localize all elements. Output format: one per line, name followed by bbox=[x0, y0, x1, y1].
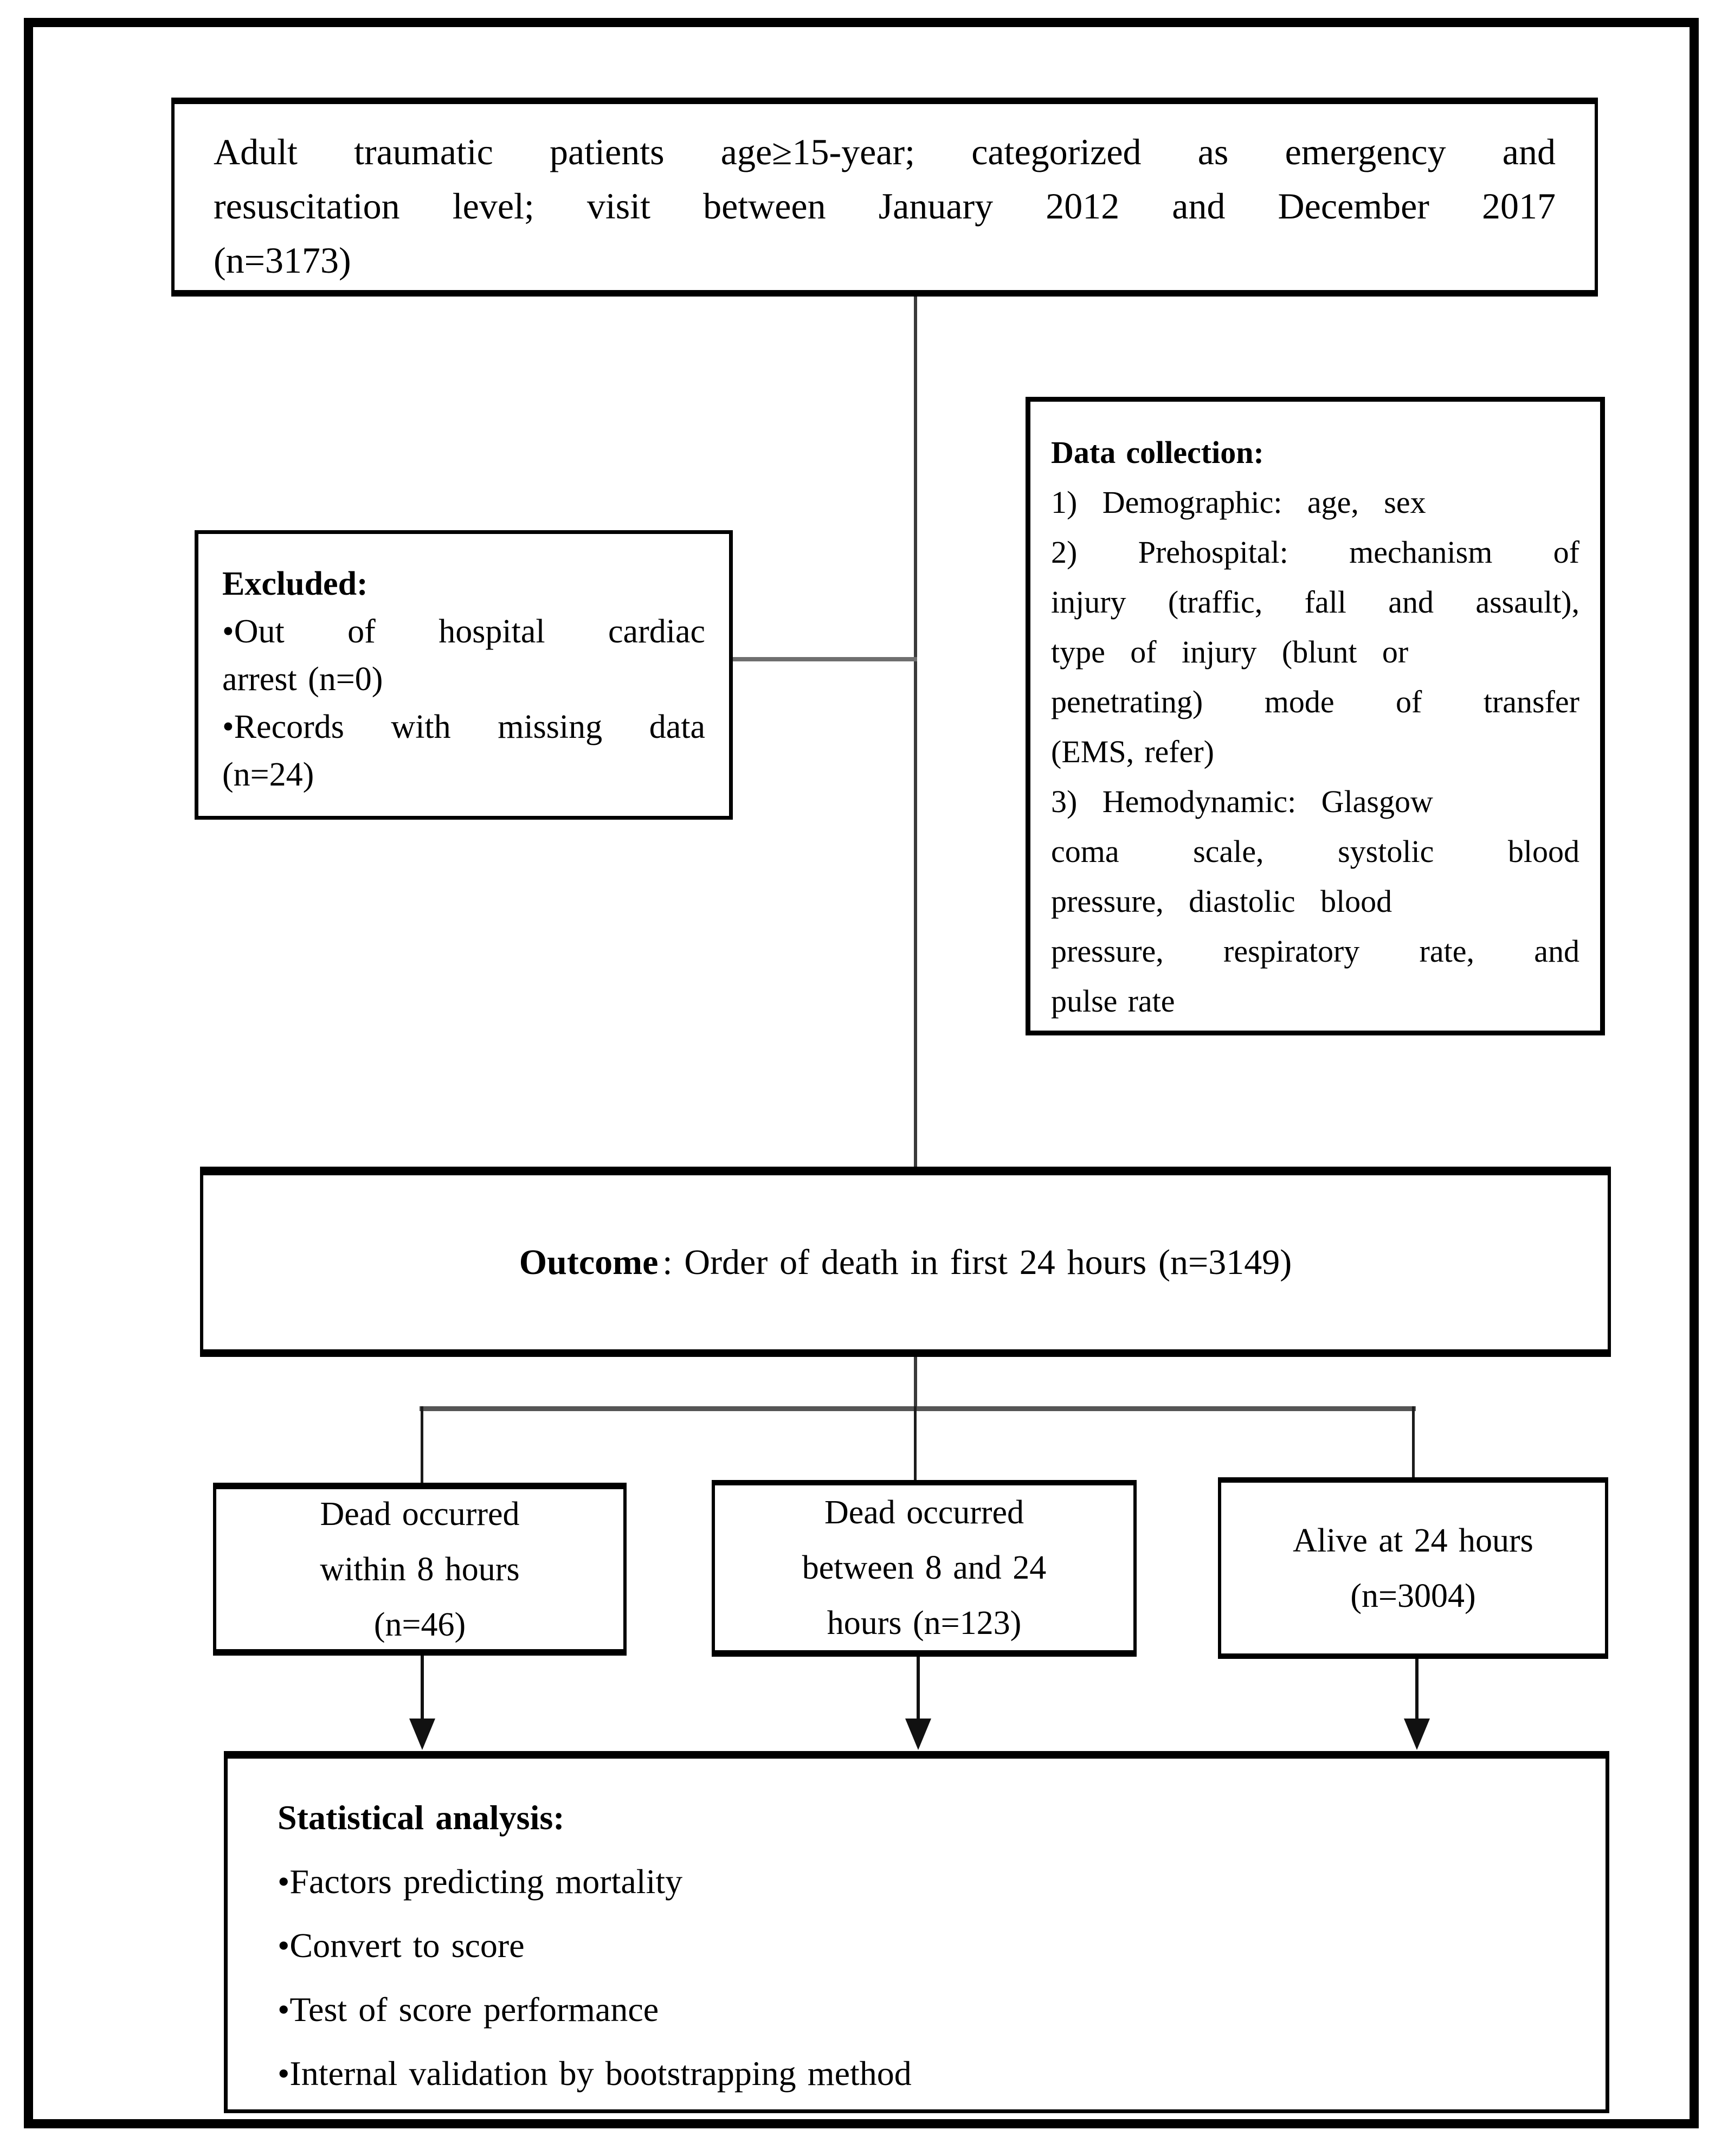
branch-horizontal-line bbox=[420, 1406, 1416, 1411]
excluded-connector-line bbox=[733, 657, 917, 661]
data-collection-line: coma scale, systolic blood bbox=[1051, 834, 1579, 869]
outcome-branch-connector-line bbox=[914, 1357, 917, 1408]
arrow-stem-middle bbox=[917, 1657, 920, 1721]
branch-box-count: hours (n=123) bbox=[827, 1605, 1022, 1642]
enrollment-count: (n=3173) bbox=[214, 240, 351, 281]
data-collection-line: pressure, respiratory rate, and bbox=[1051, 934, 1579, 969]
statistical-line: •Internal validation by bootstrapping me… bbox=[278, 2054, 912, 2093]
data-collection-line: type of injury (blunt or bbox=[1051, 634, 1409, 670]
data-collection-line: 1) Demographic: age, sex bbox=[1051, 485, 1426, 520]
outcome-box: Outcome: Order of death in first 24 hour… bbox=[200, 1167, 1611, 1357]
branch-drop-line-left bbox=[421, 1406, 423, 1483]
main-vertical-connector-line bbox=[914, 297, 917, 1167]
arrow-stem-right bbox=[1415, 1659, 1419, 1721]
statistical-line: •Test of score performance bbox=[278, 1990, 659, 2029]
excluded-box: Excluded: •Out of hospital cardiac arres… bbox=[195, 530, 733, 820]
arrow-stem-left bbox=[421, 1656, 424, 1721]
excluded-line: •Records with missing data bbox=[222, 709, 705, 745]
branch-box-line: between 8 and 24 bbox=[802, 1549, 1047, 1586]
outer-frame: Adult traumatic patients age≥15-year; ca… bbox=[24, 18, 1699, 2128]
outcome-title: Outcome bbox=[519, 1242, 659, 1282]
outcome-text: : Order of death in first 24 hours (n=31… bbox=[662, 1242, 1292, 1282]
alive-at-24h-box: Alive at 24 hours (n=3004) bbox=[1218, 1477, 1608, 1659]
branch-drop-line-right bbox=[1412, 1406, 1415, 1477]
excluded-line: arrest (n=0) bbox=[222, 661, 383, 698]
data-collection-line: (EMS, refer) bbox=[1051, 734, 1214, 769]
data-collection-title: Data collection: bbox=[1051, 435, 1264, 470]
branch-drop-line-middle bbox=[914, 1406, 917, 1480]
data-collection-line: pressure, diastolic blood bbox=[1051, 884, 1392, 919]
excluded-line: (n=24) bbox=[222, 756, 314, 793]
branch-box-line: Dead occurred bbox=[824, 1494, 1024, 1531]
enrollment-box: Adult traumatic patients age≥15-year; ca… bbox=[171, 98, 1598, 297]
branch-box-line: within 8 hours bbox=[320, 1550, 520, 1588]
data-collection-line: pulse rate bbox=[1051, 983, 1175, 1019]
excluded-line: •Out of hospital cardiac bbox=[222, 613, 705, 650]
down-arrowhead-icon bbox=[905, 1719, 931, 1750]
dead-8-to-24h-box: Dead occurred between 8 and 24 hours (n=… bbox=[712, 1480, 1137, 1657]
branch-box-line: Alive at 24 hours bbox=[1293, 1522, 1533, 1559]
data-collection-box: Data collection: 1) Demographic: age, se… bbox=[1026, 397, 1605, 1035]
enrollment-line: resuscitation level; visit between Janua… bbox=[214, 185, 1556, 227]
data-collection-line: 3) Hemodynamic: Glasgow bbox=[1051, 784, 1433, 819]
excluded-title: Excluded: bbox=[222, 565, 368, 602]
branch-box-count: (n=3004) bbox=[1350, 1577, 1476, 1614]
statistical-analysis-box: Statistical analysis: •Factors predictin… bbox=[224, 1751, 1609, 2113]
enrollment-line: Adult traumatic patients age≥15-year; ca… bbox=[214, 131, 1556, 172]
down-arrowhead-icon bbox=[1404, 1719, 1430, 1750]
dead-within-8h-box: Dead occurred within 8 hours (n=46) bbox=[213, 1483, 627, 1656]
data-collection-line: injury (traffic, fall and assault), bbox=[1051, 584, 1579, 620]
branch-box-line: Dead occurred bbox=[320, 1495, 520, 1533]
down-arrowhead-icon bbox=[409, 1719, 435, 1750]
outcome-label: Outcome: Order of death in first 24 hour… bbox=[519, 1242, 1292, 1283]
branch-box-count: (n=46) bbox=[373, 1606, 466, 1643]
statistical-line: •Convert to score bbox=[278, 1926, 525, 1965]
data-collection-line: 2) Prehospital: mechanism of bbox=[1051, 535, 1579, 570]
statistical-title: Statistical analysis: bbox=[278, 1798, 565, 1837]
statistical-line: •Factors predicting mortality bbox=[278, 1862, 683, 1901]
data-collection-line: penetrating) mode of transfer bbox=[1051, 684, 1579, 719]
